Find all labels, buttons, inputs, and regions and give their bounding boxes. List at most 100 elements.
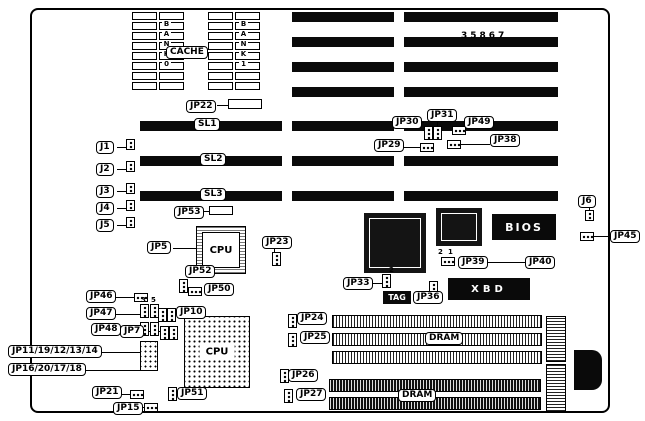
label-jp16-20-17-18: JP16/20/17/18 xyxy=(8,363,86,376)
label-j4: J4 xyxy=(96,202,114,215)
qfp-chip-large-inner xyxy=(369,218,421,268)
cache-chip xyxy=(208,32,233,40)
pin-number-jp10-pin3: 3 xyxy=(141,296,146,304)
leader-line xyxy=(594,236,610,237)
cache-chip xyxy=(132,42,157,50)
leader-line xyxy=(117,225,127,226)
cache-chip xyxy=(208,62,233,70)
leader-line xyxy=(120,394,130,395)
label-jp21: JP21 xyxy=(92,386,123,399)
cache-bank0-letter: 0 xyxy=(162,60,171,69)
label-jp36: JP36 xyxy=(413,291,444,304)
cache-bank0-letter: A xyxy=(162,30,171,39)
cache-bank1-letter: B xyxy=(239,20,248,29)
cache-chip xyxy=(132,82,157,90)
jumper-block xyxy=(288,314,297,328)
label-jp25: JP25 xyxy=(300,331,331,344)
label-jp10: JP10 xyxy=(176,306,207,319)
cache-chip xyxy=(159,62,184,70)
leader-line xyxy=(461,144,490,145)
cpu-pga-socket: CPU xyxy=(184,316,250,388)
jumper-block xyxy=(126,183,135,194)
label-jp30: JP30 xyxy=(392,116,423,129)
label-jp27: JP27 xyxy=(296,388,327,401)
jumper-block xyxy=(441,257,455,266)
jumper-block xyxy=(167,308,176,322)
bios-chip: BIOS xyxy=(492,214,556,240)
dram-top-label: DRAM xyxy=(425,332,464,345)
jumper-block xyxy=(126,200,135,211)
expansion-slot xyxy=(404,87,558,97)
jumper-block xyxy=(580,232,594,241)
cache-chip xyxy=(132,52,157,60)
label-j5: J5 xyxy=(96,219,114,232)
cache-chip xyxy=(132,12,157,20)
expansion-slot xyxy=(404,62,558,72)
jumper-block xyxy=(272,252,281,266)
cache-bank1-letter: 1 xyxy=(239,60,248,69)
cache-chip xyxy=(208,82,233,90)
xbd-chip: XBD xyxy=(448,278,530,300)
leader-line xyxy=(486,262,525,263)
jumper-block xyxy=(144,403,158,412)
simm-socket xyxy=(332,315,542,328)
qfp-chip-large xyxy=(364,213,426,273)
cache-chip xyxy=(208,22,233,30)
cache-chip xyxy=(235,12,260,20)
cache-chip xyxy=(132,32,157,40)
expansion-slot xyxy=(292,37,394,47)
leader-line xyxy=(402,147,420,148)
leader-line xyxy=(217,105,228,106)
label-jp45: JP45 xyxy=(610,230,641,243)
jumper-block xyxy=(126,139,135,150)
jumper-block xyxy=(179,279,188,293)
label-jp7: JP7 xyxy=(120,325,145,338)
cache-chip xyxy=(159,12,184,20)
label-jp29: JP29 xyxy=(374,139,405,152)
jumper-block xyxy=(140,304,149,318)
expansion-slot xyxy=(404,156,558,166)
leader-line xyxy=(173,248,196,249)
leader-line xyxy=(202,211,209,212)
pin-number-jp39-pin1: 1 xyxy=(448,248,453,256)
expansion-slot xyxy=(292,156,394,166)
leader-line xyxy=(589,208,590,211)
dip-chip-jp53 xyxy=(209,206,233,215)
cache-chip xyxy=(159,82,184,90)
label-sl3: SL3 xyxy=(200,188,227,201)
board-part-number: 35867 xyxy=(461,31,508,41)
label-jp38: JP38 xyxy=(490,134,521,147)
label-jp40: JP40 xyxy=(525,256,556,269)
label-jp23: JP23 xyxy=(262,236,293,249)
board-outline xyxy=(30,8,610,413)
cache-chip xyxy=(208,12,233,20)
jumper-block xyxy=(169,326,178,340)
label-j3: J3 xyxy=(96,185,114,198)
cache-bank0-letter: B xyxy=(162,20,171,29)
expansion-slot xyxy=(292,12,394,22)
label-j2: J2 xyxy=(96,163,114,176)
cpu-pga-label: CPU xyxy=(199,345,235,359)
cache-label: CACHE xyxy=(166,46,208,59)
cache-bank1-letter: N xyxy=(239,40,248,49)
cache-chip xyxy=(235,82,260,90)
leader-line xyxy=(117,169,127,170)
dip-chip-jp22 xyxy=(228,99,262,109)
tag-chip: TAG xyxy=(383,291,411,304)
label-jp31: JP31 xyxy=(427,109,458,122)
cache-chip xyxy=(208,52,233,60)
label-jp26: JP26 xyxy=(288,369,319,382)
jumper-block xyxy=(168,387,177,401)
expansion-slot xyxy=(292,191,394,201)
qfp-chip-small xyxy=(436,208,482,246)
expansion-slot xyxy=(292,87,394,97)
jumper-block xyxy=(284,389,293,403)
jumper-block xyxy=(158,308,167,322)
leader-line xyxy=(102,352,140,353)
cache-chip xyxy=(208,42,233,50)
cache-chip xyxy=(159,22,184,30)
label-j1: J1 xyxy=(96,141,114,154)
label-jp5: JP5 xyxy=(147,241,172,254)
label-jp50: JP50 xyxy=(204,283,235,296)
